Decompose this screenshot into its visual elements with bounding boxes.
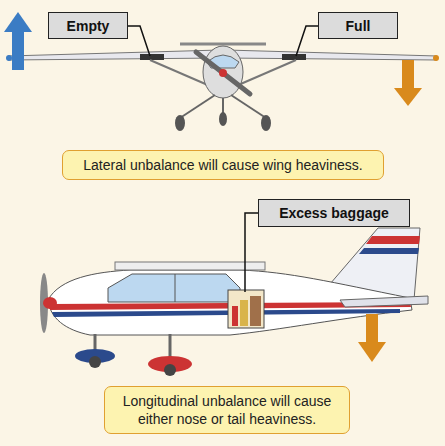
arrow-head: [4, 12, 32, 32]
leader-line: [128, 26, 150, 56]
arrow-shaft: [12, 30, 24, 70]
spinner: [43, 297, 57, 309]
baggage-item: [250, 296, 261, 326]
label-box: Empty: [48, 12, 128, 39]
arrow-head: [358, 342, 386, 362]
spinner: [219, 69, 227, 77]
fuel-tank: [282, 54, 306, 60]
wheel: [175, 115, 185, 131]
arrow-shaft: [402, 60, 414, 90]
leader-line: [296, 26, 318, 56]
fuselage: [203, 46, 243, 98]
box-text: Excess baggage: [279, 205, 389, 221]
wingtip-light: [6, 55, 12, 61]
box-text: Lateral unbalance will cause wing heavin…: [83, 156, 362, 174]
baggage-item: [232, 306, 238, 326]
leader-line: [245, 213, 258, 292]
wing-strut: [150, 60, 210, 86]
fuselage-stripe: [52, 309, 400, 317]
wing: [115, 262, 265, 270]
wheel: [261, 115, 271, 131]
arrow-shaft: [366, 314, 378, 344]
propeller: [196, 52, 250, 94]
box-text: Full: [346, 18, 371, 34]
horizontal-stabilizer: [340, 296, 428, 307]
cabin-windows: [108, 274, 240, 302]
baggage-compartment: [228, 290, 264, 328]
fuel-tank: [140, 54, 164, 60]
baggage-item: [240, 300, 248, 326]
up-arrow: [4, 12, 32, 70]
landing-gear: [222, 98, 224, 114]
box-text: Empty: [67, 18, 110, 34]
tail-stripe: [366, 236, 420, 244]
landing-gear: [180, 95, 215, 118]
wing-strut: [236, 60, 296, 86]
caption-box: Lateral unbalance will cause wing heavin…: [62, 150, 384, 180]
label-box: Full: [318, 12, 398, 39]
box-text: Longitudinal unbalance will cause either…: [113, 392, 341, 428]
label-box: Excess baggage: [258, 199, 410, 227]
wheel: [89, 356, 101, 368]
landing-gear: [231, 95, 266, 118]
down-arrow: [394, 60, 422, 106]
wheel: [164, 364, 176, 376]
down-arrow: [358, 314, 386, 362]
horizontal-tail: [180, 43, 266, 46]
arrow-head: [394, 88, 422, 106]
tail-stripe: [359, 248, 419, 254]
wingtip-light: [433, 55, 439, 61]
window-frame: [175, 274, 176, 302]
wheel: [219, 112, 227, 126]
caption-box: Longitudinal unbalance will cause either…: [104, 386, 350, 434]
